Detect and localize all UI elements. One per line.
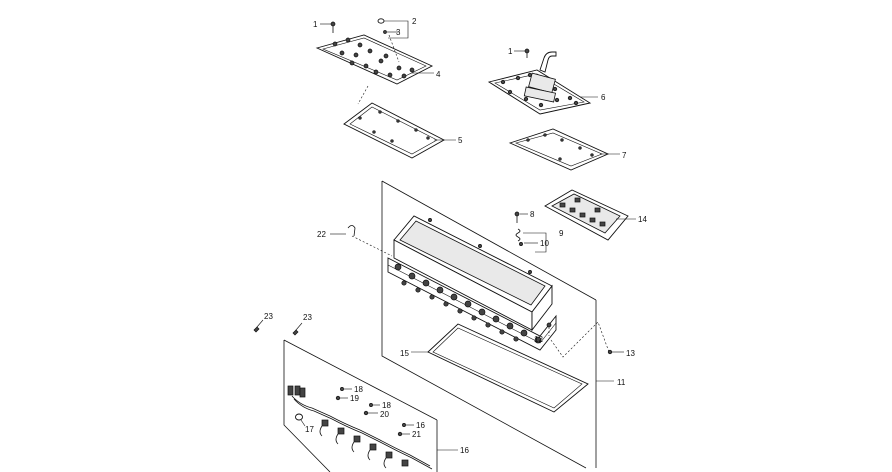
callout-9: 9 [559, 229, 564, 238]
callout-20: 20 [380, 410, 389, 419]
callout-8: 8 [530, 210, 535, 219]
o-ring-icon [295, 413, 306, 427]
connector-icon [335, 387, 406, 437]
callout-22: 22 [317, 230, 326, 239]
bolt-icon [607, 349, 613, 355]
cover-plate-right [487, 51, 592, 115]
spring-icon [515, 228, 523, 246]
callout-12: 12 [534, 335, 543, 344]
callout-23b: 23 [303, 313, 312, 322]
callout-1a: 1 [313, 20, 318, 29]
washer-icon [377, 18, 387, 34]
bolt-icon [546, 322, 552, 328]
callout-16b: 16 [416, 421, 425, 430]
callout-15: 15 [400, 349, 409, 358]
gasket-right [508, 128, 610, 171]
bolt-icon [330, 21, 336, 33]
gasket-left [343, 102, 445, 159]
callout-5: 5 [458, 136, 463, 145]
callout-2: 2 [412, 17, 417, 26]
bolt-icon [524, 48, 530, 58]
callout-13: 13 [626, 349, 635, 358]
clip-icon [347, 225, 356, 237]
clip-icon [253, 319, 264, 333]
callout-3: 3 [396, 28, 401, 37]
harness-frame [283, 339, 438, 472]
head-gasket [427, 323, 589, 413]
callout-16: 16 [460, 446, 469, 455]
callout-21: 21 [412, 430, 421, 439]
wiring-harness [287, 385, 433, 470]
callout-19: 19 [350, 394, 359, 403]
callout-18a: 18 [354, 385, 363, 394]
clip-icon [292, 322, 303, 336]
callout-4: 4 [436, 70, 441, 79]
callout-1b: 1 [508, 47, 513, 56]
callout-23a: 23 [264, 312, 273, 321]
callout-18b: 18 [382, 401, 391, 410]
callout-11: 11 [617, 378, 626, 387]
callout-6: 6 [601, 93, 606, 102]
assembly-frame [381, 180, 597, 469]
callout-7: 7 [622, 151, 627, 160]
callout-10: 10 [540, 239, 549, 248]
callout-14: 14 [638, 215, 647, 224]
valve-cover [387, 215, 557, 351]
callout-17: 17 [305, 425, 314, 434]
cover-plate-left [315, 34, 434, 85]
manifold-part [544, 189, 629, 241]
stud-icon [514, 211, 520, 223]
